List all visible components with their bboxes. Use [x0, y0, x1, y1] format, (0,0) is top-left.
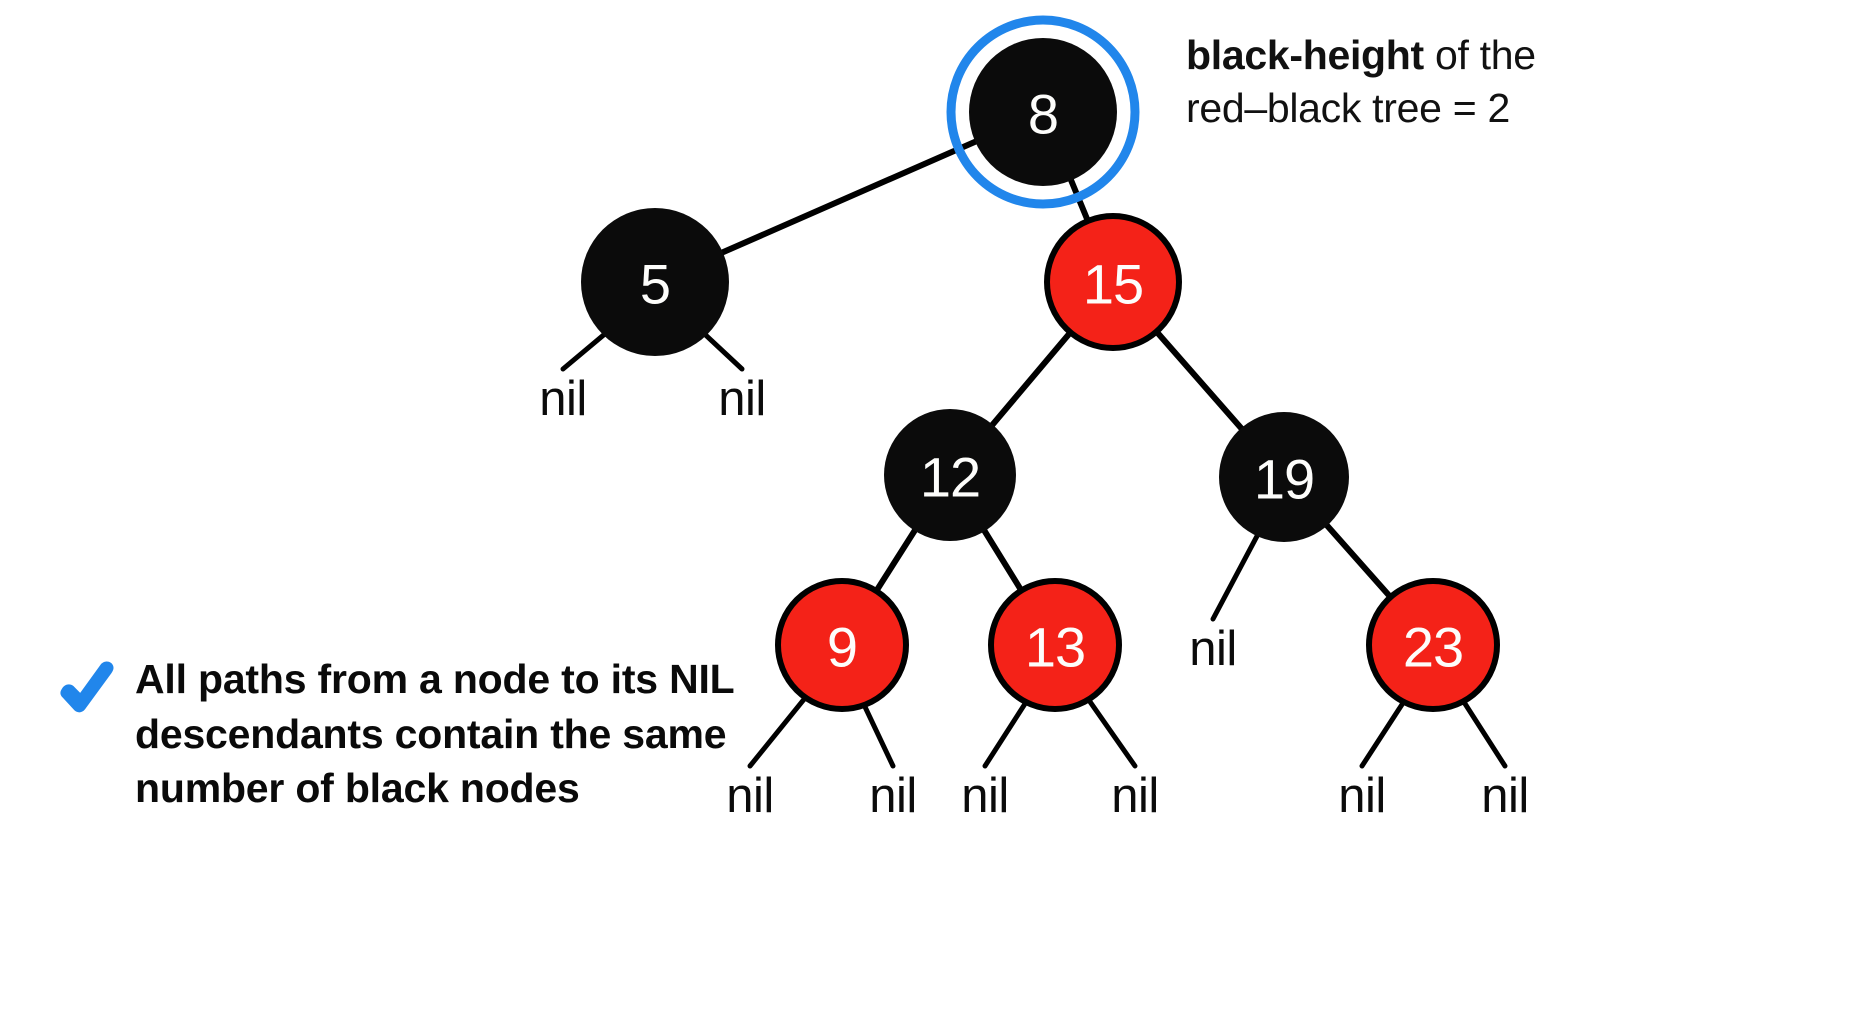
nodes-layer: 8 5 15 12 19 9 13 23 [581, 15, 1500, 712]
nil-leaf-label: nil [1338, 769, 1386, 823]
nil-leaf-label: nil [1111, 769, 1159, 823]
tree-node-5[interactable]: 5 [581, 208, 729, 356]
node-highlight-ring [946, 15, 1140, 209]
nil-leaf-label: nil [539, 372, 587, 426]
edges-layer [716, 137, 1397, 604]
node-label: 5 [640, 253, 670, 316]
nil-leaf-label: nil [869, 769, 917, 823]
property-line-3: number of black nodes [135, 765, 580, 812]
node-circle-red [775, 578, 909, 712]
black-height-term: black-height [1186, 32, 1424, 78]
tree-node-15[interactable]: 15 [1044, 213, 1182, 351]
node-label: 12 [920, 446, 980, 509]
node-label: 13 [1025, 616, 1085, 679]
nil-leaf-label: nil [718, 372, 766, 426]
nil-leaf-label: nil [1189, 622, 1237, 676]
tree-edge [1150, 325, 1247, 435]
black-height-line-1-rest: of the [1423, 32, 1536, 78]
node-label: 23 [1403, 616, 1463, 679]
node-circle-red [988, 578, 1122, 712]
nil-edge [1084, 694, 1138, 769]
tree-edge [871, 524, 920, 598]
black-height-property-callout: All paths from a node to its NIL descend… [55, 652, 735, 816]
node-circle-red [1366, 578, 1500, 712]
tree-edge [987, 326, 1076, 431]
tree-edge [716, 137, 982, 257]
nil-edge [560, 330, 609, 372]
nil-edge [747, 692, 810, 769]
nil-edge [860, 699, 896, 769]
black-height-callout: black-height of the red–black tree = 2 [1186, 29, 1616, 136]
node-circle-black [884, 409, 1016, 541]
tree-node-9[interactable]: 9 [775, 578, 909, 712]
node-circle-red [1044, 213, 1182, 351]
property-line-2: descendants contain the same [135, 710, 727, 757]
black-height-line-1: black-height of the [1186, 29, 1616, 82]
node-label: 8 [1028, 83, 1058, 146]
tree-node-8[interactable]: 8 [946, 15, 1140, 209]
tree-node-19[interactable]: 19 [1219, 412, 1349, 542]
black-height-line-2: red–black tree = 2 [1186, 85, 1510, 132]
nil-leaf-label: nil [961, 769, 1009, 823]
property-text: All paths from a node to its NIL descend… [135, 652, 735, 816]
tree-edge [979, 524, 1027, 597]
node-label: 15 [1083, 253, 1143, 316]
tree-node-23[interactable]: 23 [1366, 578, 1500, 712]
nil-leaf-label: nil [726, 769, 774, 823]
nil-edge [1359, 696, 1408, 769]
tree-node-13[interactable]: 13 [988, 578, 1122, 712]
node-circle-black [969, 38, 1117, 186]
nil-edge [1210, 530, 1261, 622]
tree-edge [1321, 519, 1397, 604]
nil-stems-layer [560, 330, 1508, 769]
nil-edge [982, 697, 1031, 769]
node-label: 19 [1254, 448, 1314, 511]
property-line-1: All paths from a node to its NIL [135, 656, 735, 702]
node-circle-black [581, 208, 729, 356]
nil-leaf-label: nil [1481, 769, 1529, 823]
nil-edge [1459, 696, 1508, 769]
node-label: 9 [827, 616, 857, 679]
tree-node-12[interactable]: 12 [884, 409, 1016, 541]
nil-edge [701, 330, 745, 372]
check-icon [60, 661, 114, 713]
node-circle-black [1219, 412, 1349, 542]
